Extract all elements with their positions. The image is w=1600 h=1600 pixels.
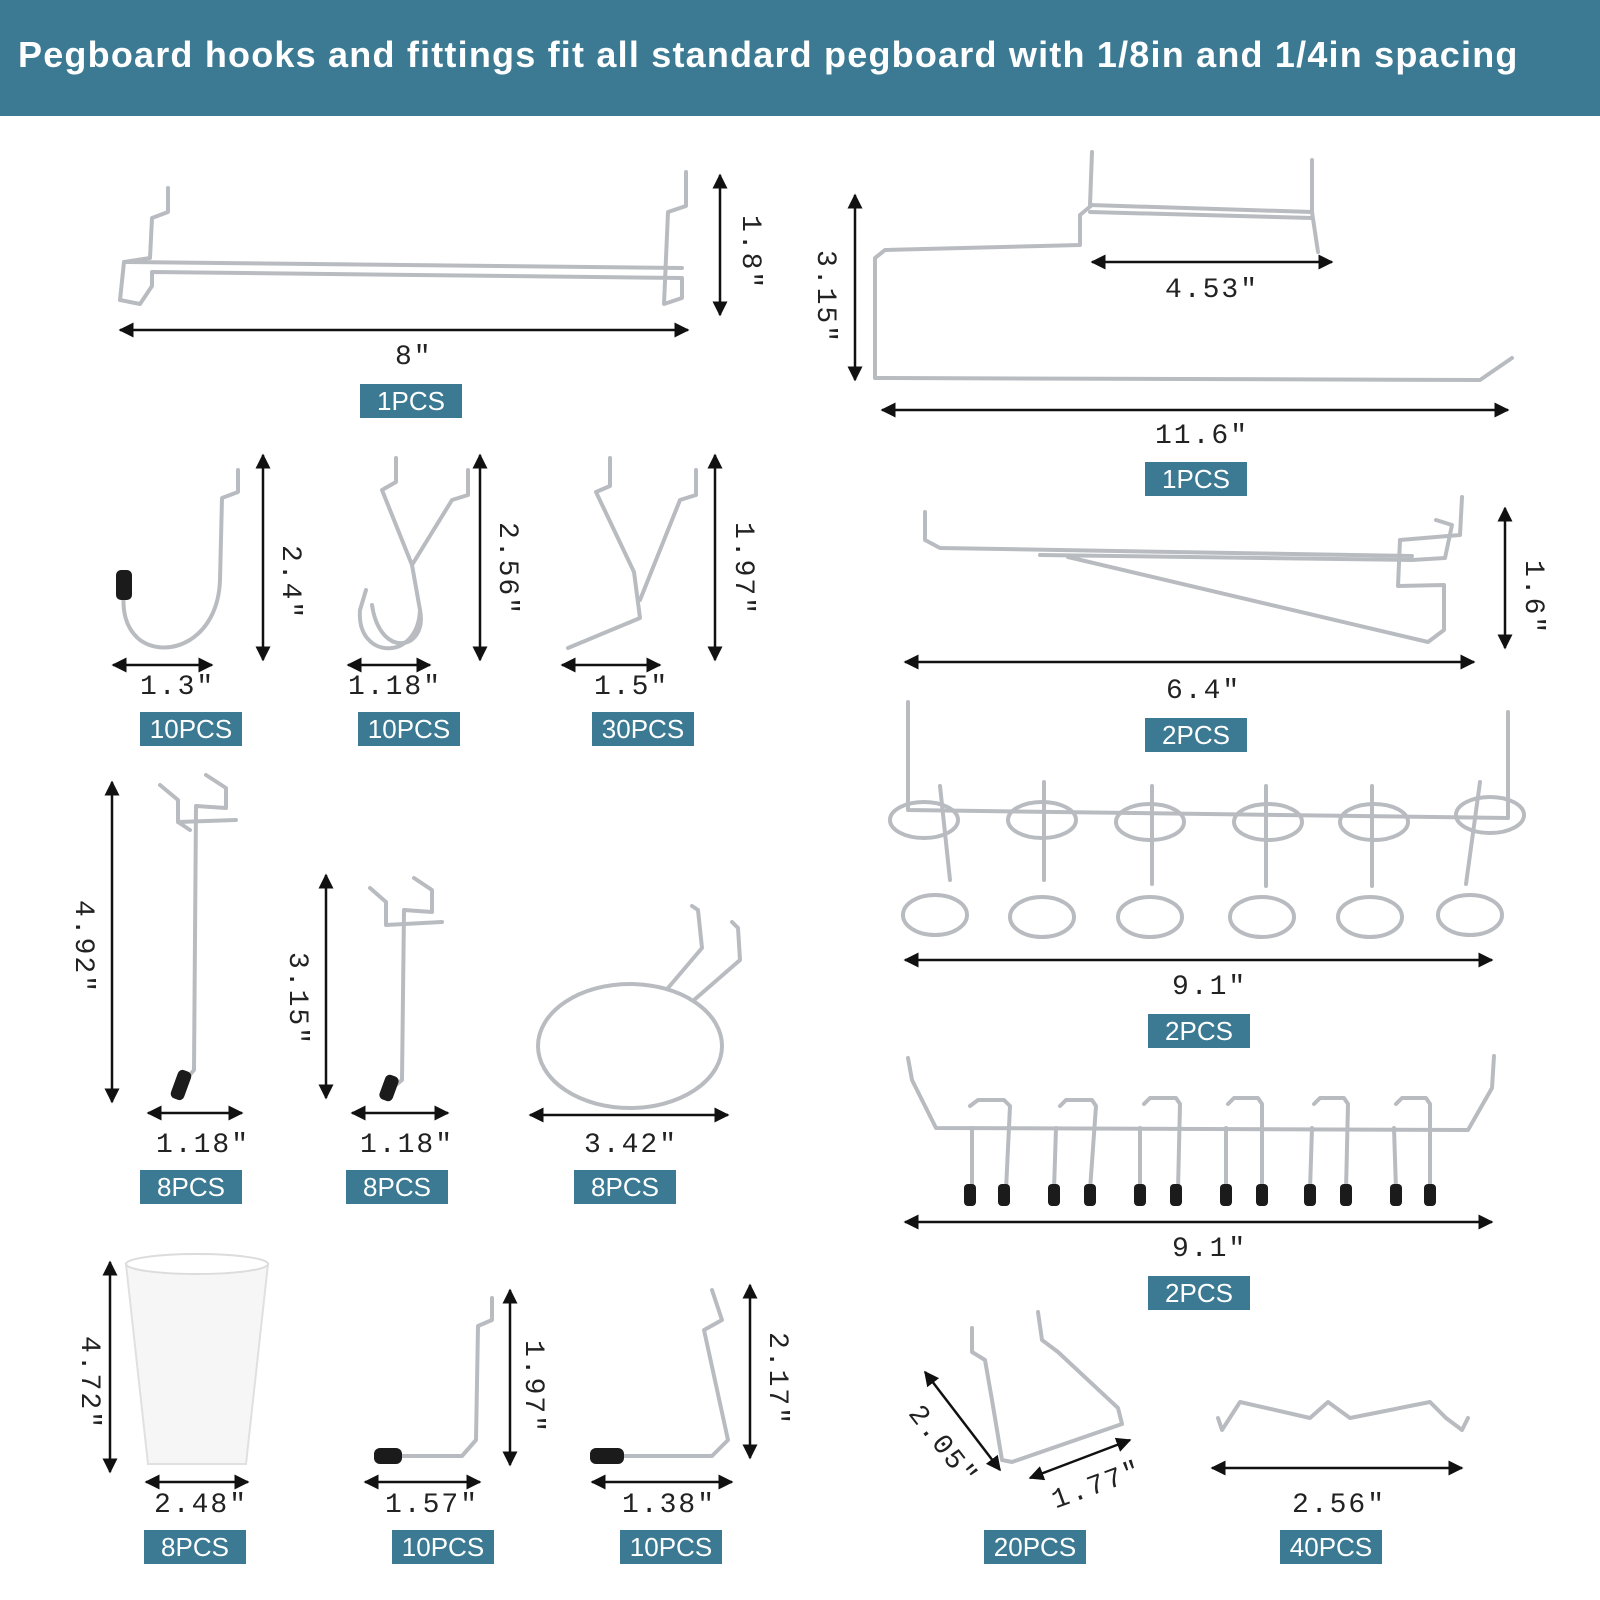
ring-holder-icon [536,904,742,1110]
end-caps [116,570,1436,1464]
qty-badge: 10PCS [392,1530,494,1564]
dim-width: 1.18" [348,672,443,703]
short-straight-hook-icon [368,876,444,1092]
long-straight-hook-icon [158,773,238,1086]
qty-badge: 2PCS [1148,1276,1250,1310]
dim-height: 1.6" [1517,560,1548,636]
qty-badge: 30PCS [592,712,694,746]
dim-width: 9.1" [1172,972,1248,1003]
qty-badge: 40PCS [1280,1530,1382,1564]
dim-width: 1.18" [360,1130,455,1161]
dim-width: 6.4" [1166,676,1242,707]
dim-width: 2.48" [154,1490,249,1521]
dim-width: 1.18" [156,1130,251,1161]
j-hook-icon [121,468,240,650]
qty-badge: 10PCS [358,712,460,746]
dim-width: 1.5" [594,672,670,703]
double-curved-hook-icon [357,456,470,651]
qty-badge: 10PCS [620,1530,722,1564]
dim-height: 4.72" [73,1336,104,1431]
l-hook-large-icon [618,1288,730,1458]
plastic-cup-icon [124,1253,270,1465]
dim-inner-width: 4.53" [1165,275,1260,306]
qty-badge: 2PCS [1148,1014,1250,1048]
dim-height: 3.15" [809,250,840,345]
dim-height: 1.97" [517,1340,548,1435]
dim-width: 3.42" [584,1130,679,1161]
qty-badge: 10PCS [140,712,242,746]
lock-clip-icon [1216,1400,1470,1432]
dim-width: 9.1" [1172,1234,1248,1265]
qty-badge: 8PCS [140,1170,242,1204]
u-hook-icon [970,1310,1124,1464]
dimension-arrows [102,173,1513,1490]
qty-badge: 2PCS [1145,718,1247,752]
qty-badge: 1PCS [1145,462,1247,496]
dim-width: 1.38" [622,1490,717,1521]
ring-rack-icon [888,700,1526,939]
title-banner: Pegboard hooks and fittings fit all stan… [0,0,1600,116]
dim-height: 1.8" [734,215,765,291]
dim-height: 3.15" [281,952,312,1047]
paper-towel-holder-icon [873,150,1514,382]
dim-height: 4.92" [67,900,98,995]
dim-width: 11.6" [1155,421,1250,452]
qty-badge: 8PCS [574,1170,676,1204]
qty-badge: 8PCS [346,1170,448,1204]
dim-width: 2.56" [1292,1490,1387,1521]
multi-prong-rack-icon [906,1054,1496,1192]
straight-bar-hook-icon [118,170,688,306]
dim-width: 1.3" [140,672,216,703]
v-hook-icon [566,456,698,650]
qty-badge: 20PCS [984,1530,1086,1564]
qty-badge: 1PCS [360,384,462,418]
dim-height: 1.97" [727,522,758,617]
shelf-bracket-icon [923,495,1464,644]
qty-badge: 8PCS [144,1530,246,1564]
dim-height: 2.56" [491,522,522,617]
dim-height: 2.17" [761,1332,792,1427]
dim-width: 8" [395,342,433,373]
l-hook-small-icon [390,1296,494,1458]
dim-height: 2.4" [274,545,305,621]
banner-title: Pegboard hooks and fittings fit all stan… [18,34,1519,75]
dim-width: 1.57" [385,1490,480,1521]
